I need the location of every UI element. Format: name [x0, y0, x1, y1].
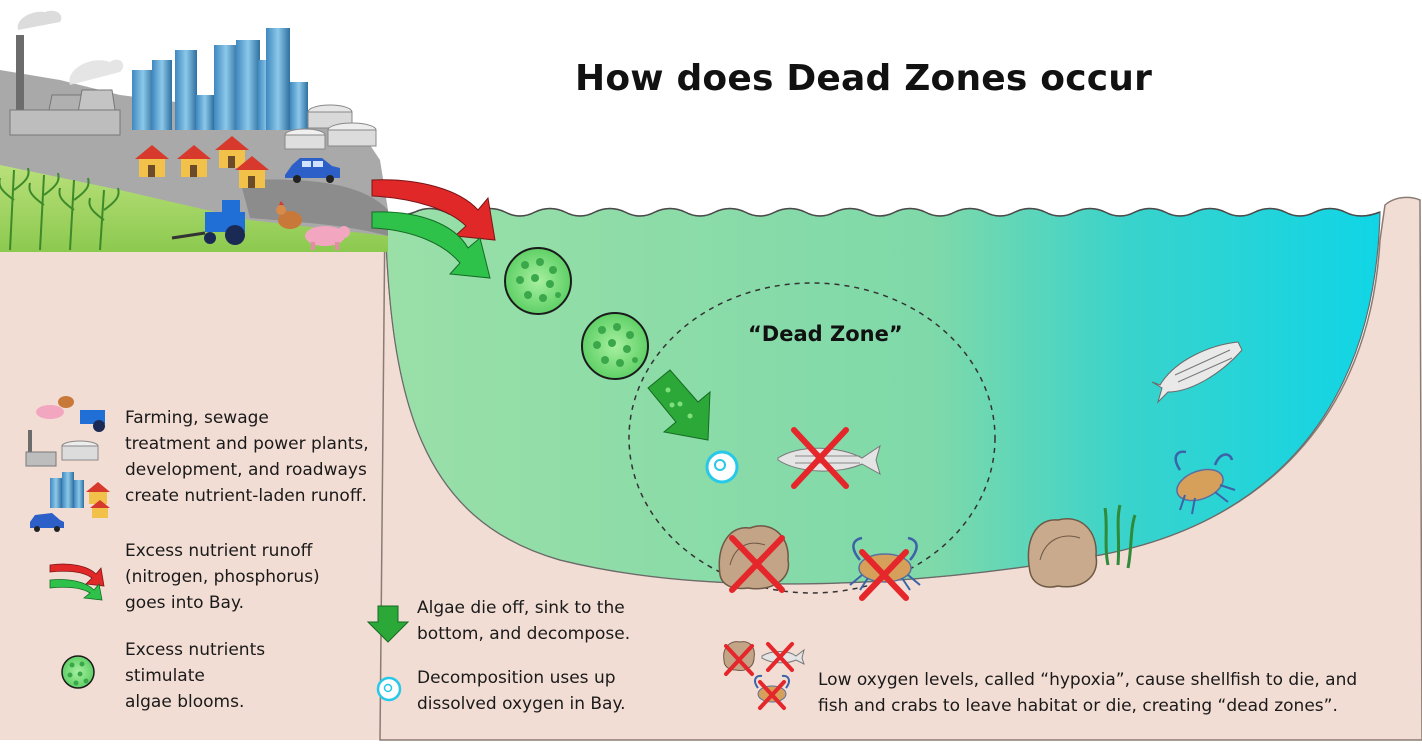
legend-line: goes into Bay. — [125, 593, 244, 613]
dead-zone-boundary — [628, 282, 996, 594]
healthy-fish-icon — [1151, 341, 1243, 404]
healthy-oyster-icon — [1027, 518, 1098, 588]
power-plant-icon — [9, 10, 124, 136]
land-area — [0, 250, 390, 740]
corn-field-icon — [0, 167, 120, 251]
algae-circle-icon — [61, 655, 95, 689]
red-cross-icon — [859, 549, 909, 601]
legend-line: Farming, sewage — [125, 408, 269, 428]
legend-line: Excess nutrient runoff — [125, 541, 313, 561]
sewage-tanks-icon — [284, 104, 377, 150]
legend-line: development, and roadways — [125, 460, 367, 480]
red-cross-icon — [791, 427, 849, 489]
legend-line: treatment and power plants, — [125, 434, 369, 454]
legend-line: Decomposition uses up — [417, 668, 616, 688]
houses-icon — [135, 136, 269, 188]
runoff-arrow-green — [371, 211, 491, 279]
legend-line: Algae die off, sink to the — [417, 598, 625, 618]
legend-algae-die-off-text: Algae die off, sink to the bottom, and d… — [417, 595, 630, 647]
sinking-algae-arrow — [647, 369, 711, 441]
runoff-arrow-red — [371, 179, 496, 241]
legend-line: bottom, and decompose. — [417, 624, 631, 644]
car-icon — [285, 158, 340, 183]
wave-line — [384, 207, 1381, 217]
legend-line: dissolved oxygen in Bay. — [417, 694, 626, 714]
dead-zone-label: “Dead Zone” — [748, 322, 903, 346]
farm-city-runoff-icons — [25, 396, 110, 532]
oxygen-bubble-icon — [705, 450, 739, 484]
tractor-icon — [171, 200, 245, 245]
crossed-out-shellfish-fish-crab-icon — [723, 641, 805, 710]
healthy-crab-icon — [1174, 450, 1236, 515]
road — [240, 179, 388, 236]
legend-runoff-sources-text: Farming, sewage treatment and power plan… — [125, 405, 369, 509]
algae-bloom-circle — [581, 312, 649, 380]
legend-line: stimulate — [125, 666, 205, 686]
legend-decomposition-text: Decomposition uses up dissolved oxygen i… — [417, 665, 626, 717]
algae-bloom-circle — [504, 247, 572, 315]
city-buildings-icon — [132, 28, 308, 130]
legend-line: fish and crabs to leave habitat or die, … — [818, 696, 1338, 716]
legend-algae-blooms-text: Excess nutrients stimulate algae blooms. — [125, 637, 265, 715]
red-cross-icon — [729, 535, 785, 593]
legend-line: create nutrient-laden runoff. — [125, 486, 367, 506]
legend-hypoxia-text: Low oxygen levels, called “hypoxia”, cau… — [818, 667, 1357, 719]
legend-line: Excess nutrients — [125, 640, 266, 660]
legend-nutrient-runoff-text: Excess nutrient runoff (nitrogen, phosph… — [125, 538, 320, 616]
page-title: How does Dead Zones occur — [575, 58, 1153, 99]
legend-line: Low oxygen levels, called “hypoxia”, cau… — [818, 670, 1358, 690]
legend-line: (nitrogen, phosphorus) — [125, 567, 320, 587]
pig-icon — [305, 226, 350, 250]
oxygen-bubble-icon — [376, 676, 402, 702]
green-down-arrow-icon — [366, 605, 410, 643]
chicken-icon — [276, 201, 302, 229]
field — [0, 165, 388, 252]
seagrass-icon — [1103, 504, 1137, 569]
legend-line: algae blooms. — [125, 692, 245, 712]
red-green-arrow-icon — [49, 563, 105, 601]
